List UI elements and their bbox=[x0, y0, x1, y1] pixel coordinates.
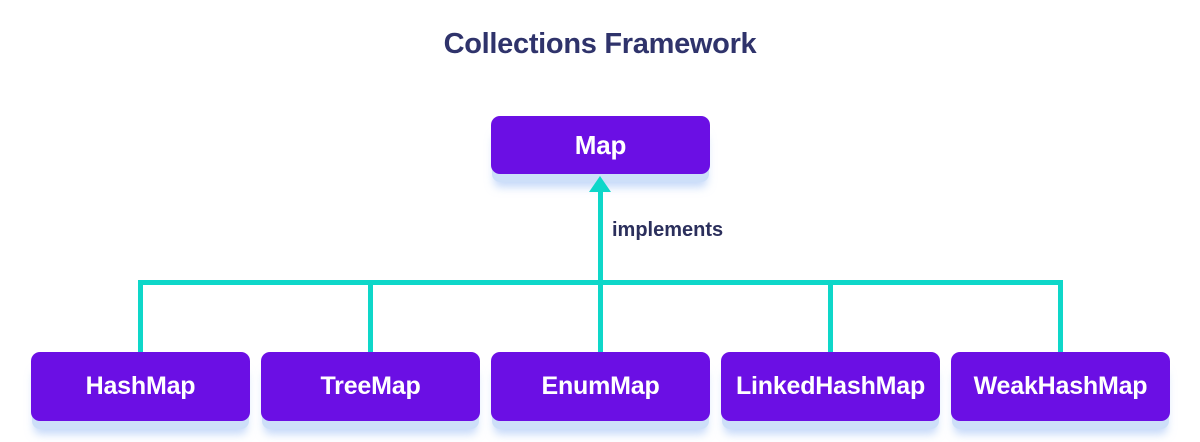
node-hashmap: HashMap bbox=[31, 352, 250, 421]
node-map: Map bbox=[491, 116, 710, 174]
node-enummap-label: EnumMap bbox=[541, 372, 660, 400]
node-weakhashmap-label: WeakHashMap bbox=[973, 372, 1148, 400]
node-treemap: TreeMap bbox=[261, 352, 480, 421]
node-hashmap-label: HashMap bbox=[85, 372, 196, 400]
arrow-up-icon bbox=[589, 176, 611, 192]
connector-vertical-linkedhashmap bbox=[828, 280, 833, 352]
node-linkedhashmap: LinkedHashMap bbox=[721, 352, 940, 421]
connector-vertical-treemap bbox=[368, 280, 373, 352]
diagram-title: Collections Framework bbox=[443, 28, 757, 60]
node-linkedhashmap-label: LinkedHashMap bbox=[735, 372, 926, 400]
connector-vertical-central bbox=[598, 188, 603, 352]
node-weakhashmap: WeakHashMap bbox=[951, 352, 1170, 421]
edge-label-implements: implements bbox=[612, 219, 724, 241]
connector-vertical-weakhashmap bbox=[1058, 280, 1063, 352]
connector-horizontal bbox=[139, 280, 1063, 285]
node-treemap-label: TreeMap bbox=[320, 372, 421, 400]
node-map-label: Map bbox=[574, 129, 627, 160]
node-enummap: EnumMap bbox=[491, 352, 710, 421]
connector-vertical-hashmap bbox=[138, 280, 143, 352]
